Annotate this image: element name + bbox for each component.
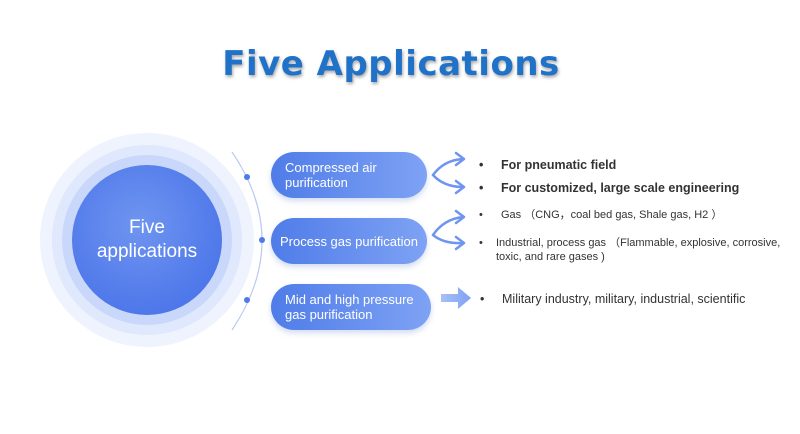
bullet: • [479,158,484,172]
list-item: • Military industry, military, industria… [480,292,792,306]
category-pill-high-pressure-gas: Mid and high pressure gas purification [271,284,431,330]
right-block-arrow-icon [441,287,471,309]
list-item: • For customized, large scale engineerin… [479,181,791,195]
category-label: Compressed air purification [285,160,377,190]
connector-dot-1 [244,174,250,180]
center-circle: Five applications [72,165,222,315]
list-item-text: For pneumatic field [501,158,617,172]
connector-dot-3 [244,297,250,303]
list-item: • Industrial, process gas （Flammable, ex… [479,236,798,264]
list-item: • For pneumatic field [479,158,781,172]
list-item-text: Industrial, process gas （Flammable, expl… [496,237,781,263]
curved-double-arrow-icon [431,209,466,251]
category-label: Process gas purification [279,233,418,249]
list-item-text: Military industry, military, industrial,… [502,292,746,306]
category-pill-compressed-air: Compressed air purification [271,152,427,198]
bullet: • [479,181,484,195]
curved-double-arrow-icon [431,151,466,195]
connector-dot-2 [259,237,265,243]
category-pill-process-gas: Process gas purification [271,218,427,264]
page-title: Five Applications [222,44,560,84]
bullet: • [479,237,483,249]
list-item-text: For customized, large scale engineering [501,181,740,195]
bullet: • [479,209,483,221]
bullet: • [480,292,485,306]
category-label: Mid and high pressure gas purification [285,292,414,322]
list-item-text: Gas （CNG，coal bed gas, Shale gas, H2 ） [501,209,723,221]
list-item: • Gas （CNG，coal bed gas, Shale gas, H2 ） [479,208,781,222]
center-circle-label: Five applications [96,217,198,262]
